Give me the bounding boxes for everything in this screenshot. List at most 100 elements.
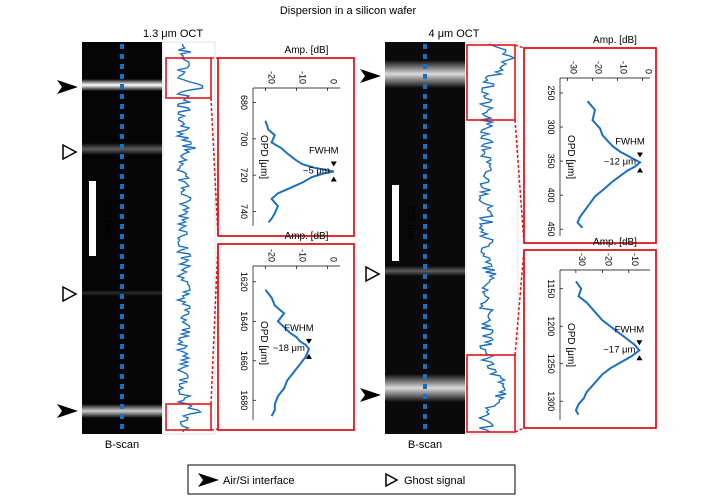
fwhm-arrow-bottom <box>330 176 337 182</box>
y-tick-label: 350 <box>546 154 556 169</box>
a-scan-trace-right <box>477 43 516 433</box>
scale-bar-label-left: 250 μm <box>102 201 113 235</box>
x-tick-label: -20 <box>266 249 276 262</box>
zoom-chart-4: -30 -20 -10 1150 1200 1250 1300 Amp. [dB] OPD [μ… <box>523 237 657 429</box>
x-axis-label: Amp. [dB] <box>285 231 329 242</box>
y-tick-label: 450 <box>546 222 556 237</box>
zoom-chart-frame <box>217 243 355 431</box>
ghost-signal-marker <box>62 143 78 161</box>
x-axis-label: Amp. [dB] <box>285 45 329 56</box>
legend-label-air-si: Air/Si interface <box>223 475 295 487</box>
panel-left: 1.3 μm OCT 250 μm B-scan <box>57 28 219 451</box>
zoom-box-left-top <box>165 57 212 99</box>
ghost-signal-marker <box>62 285 78 303</box>
x-tick-label: -20 <box>603 253 613 266</box>
zoom-chart-2: -20 -10 0 1620 1640 1660 1680 Amp. [dB] OPD [μm]… <box>217 231 355 431</box>
series-line <box>264 289 311 417</box>
x-axis-label: Amp. [dB] <box>593 35 637 46</box>
y-tick-label: 1200 <box>546 316 556 336</box>
x-tick-label: -30 <box>569 61 579 74</box>
y-tick-label: 1660 <box>239 351 249 371</box>
legend: Air/Si interface Ghost signal <box>187 464 516 495</box>
y-tick-label: 1680 <box>239 390 249 410</box>
air-si-interface-marker <box>57 404 78 418</box>
zoom-box-left-bottom <box>165 403 212 431</box>
y-tick-label: 1620 <box>239 272 249 292</box>
x-tick-label: 0 <box>329 79 339 84</box>
zoom-box-right-bottom <box>466 354 516 433</box>
y-tick-label: 1150 <box>546 279 556 298</box>
x-tick-label: -10 <box>619 61 629 74</box>
a-scan-frame-right <box>465 41 519 435</box>
y-axis-label: OPD [μm] <box>258 135 269 179</box>
legend-label-ghost: Ghost signal <box>404 475 465 487</box>
bscan-image-left: 250 μm <box>82 42 162 434</box>
a-scan-frame-left <box>162 41 216 435</box>
x-tick-label: -10 <box>298 71 308 84</box>
panel-heading-left: 1.3 μm OCT <box>143 28 203 40</box>
y-tick-label: 1300 <box>546 391 556 411</box>
fwhm-label: FWHM <box>309 146 339 157</box>
x-tick-label: -10 <box>298 249 308 262</box>
y-axis-label: OPD [μm] <box>565 323 576 367</box>
figure-title: Dispersion in a silicon wafer <box>280 5 417 17</box>
y-tick-label: 720 <box>239 168 249 183</box>
zoom-chart-3: -30 -20 -10 0 250 300 350 400 450 Amp. [dB] OPD [μ… <box>523 35 657 244</box>
air-si-interface-marker <box>57 80 78 94</box>
scale-bar-label-right: 250 μm <box>405 205 416 239</box>
ghost-signal-marker <box>365 265 381 283</box>
fwhm-width-label: ~12 μm <box>604 156 636 167</box>
fwhm-arrow-top <box>305 338 312 344</box>
x-tick-label: -20 <box>266 71 276 84</box>
zoom-chart-frame <box>523 249 657 429</box>
y-axis-label: OPD [μm] <box>258 321 269 365</box>
air-si-interface-marker <box>360 69 381 83</box>
y-tick-label: 400 <box>546 188 556 203</box>
zoom-chart-frame <box>523 47 657 244</box>
fwhm-arrow-top <box>636 340 643 346</box>
x-tick-label: -30 <box>577 253 587 266</box>
fwhm-width-label: ~17 μm <box>603 344 635 355</box>
fwhm-label: FWHM <box>615 324 645 335</box>
fwhm-arrow-bottom <box>637 167 643 173</box>
fwhm-arrow-top <box>330 161 337 167</box>
fwhm-label: FWHM <box>284 323 314 334</box>
x-tick-label: -20 <box>594 61 604 74</box>
x-tick-label: 0 <box>644 69 654 74</box>
fwhm-arrow-top <box>637 152 643 158</box>
x-axis-label: Amp. [dB] <box>593 237 637 248</box>
bscan-image-right: 250 μm <box>385 42 465 434</box>
scale-bar-left <box>89 181 96 256</box>
y-tick-label: 700 <box>239 131 249 146</box>
panel-right: 4 μm OCT 250 μm B-scan <box>360 28 525 451</box>
a-scan-trace-left <box>174 44 204 433</box>
hollow-triangle-icon <box>385 472 399 488</box>
y-tick-label: 250 <box>546 85 556 100</box>
series-line <box>264 120 334 224</box>
y-tick-label: 680 <box>239 95 249 110</box>
series-line <box>576 100 642 229</box>
bscan-label-left: B-scan <box>105 439 139 451</box>
bscan-label-right: B-scan <box>408 439 442 451</box>
y-tick-label: 300 <box>546 120 556 135</box>
panel-heading-right: 4 μm OCT <box>429 28 480 40</box>
y-tick-label: 1250 <box>546 354 556 374</box>
air-si-interface-marker <box>360 388 381 402</box>
fwhm-width-label: ~5 μm <box>303 166 330 177</box>
zoom-box-right-top <box>466 44 516 121</box>
x-tick-label: -10 <box>630 253 640 266</box>
filled-arrowhead-icon <box>198 473 219 487</box>
y-tick-label: 740 <box>239 204 249 219</box>
zoom-chart-1: -20 -10 0 680 700 720 740 Amp. [dB] OPD [μm] FWHM… <box>217 45 355 237</box>
fwhm-label: FWHM <box>615 136 645 147</box>
scale-bar-right <box>392 185 399 261</box>
fwhm-arrow-bottom <box>305 353 312 359</box>
y-axis-label: OPD [μm] <box>565 135 576 179</box>
series-line <box>574 280 641 416</box>
y-tick-label: 1640 <box>239 311 249 331</box>
x-tick-label: 0 <box>329 257 339 262</box>
fwhm-width-label: ~18 μm <box>273 343 305 354</box>
fwhm-arrow-bottom <box>636 355 643 361</box>
